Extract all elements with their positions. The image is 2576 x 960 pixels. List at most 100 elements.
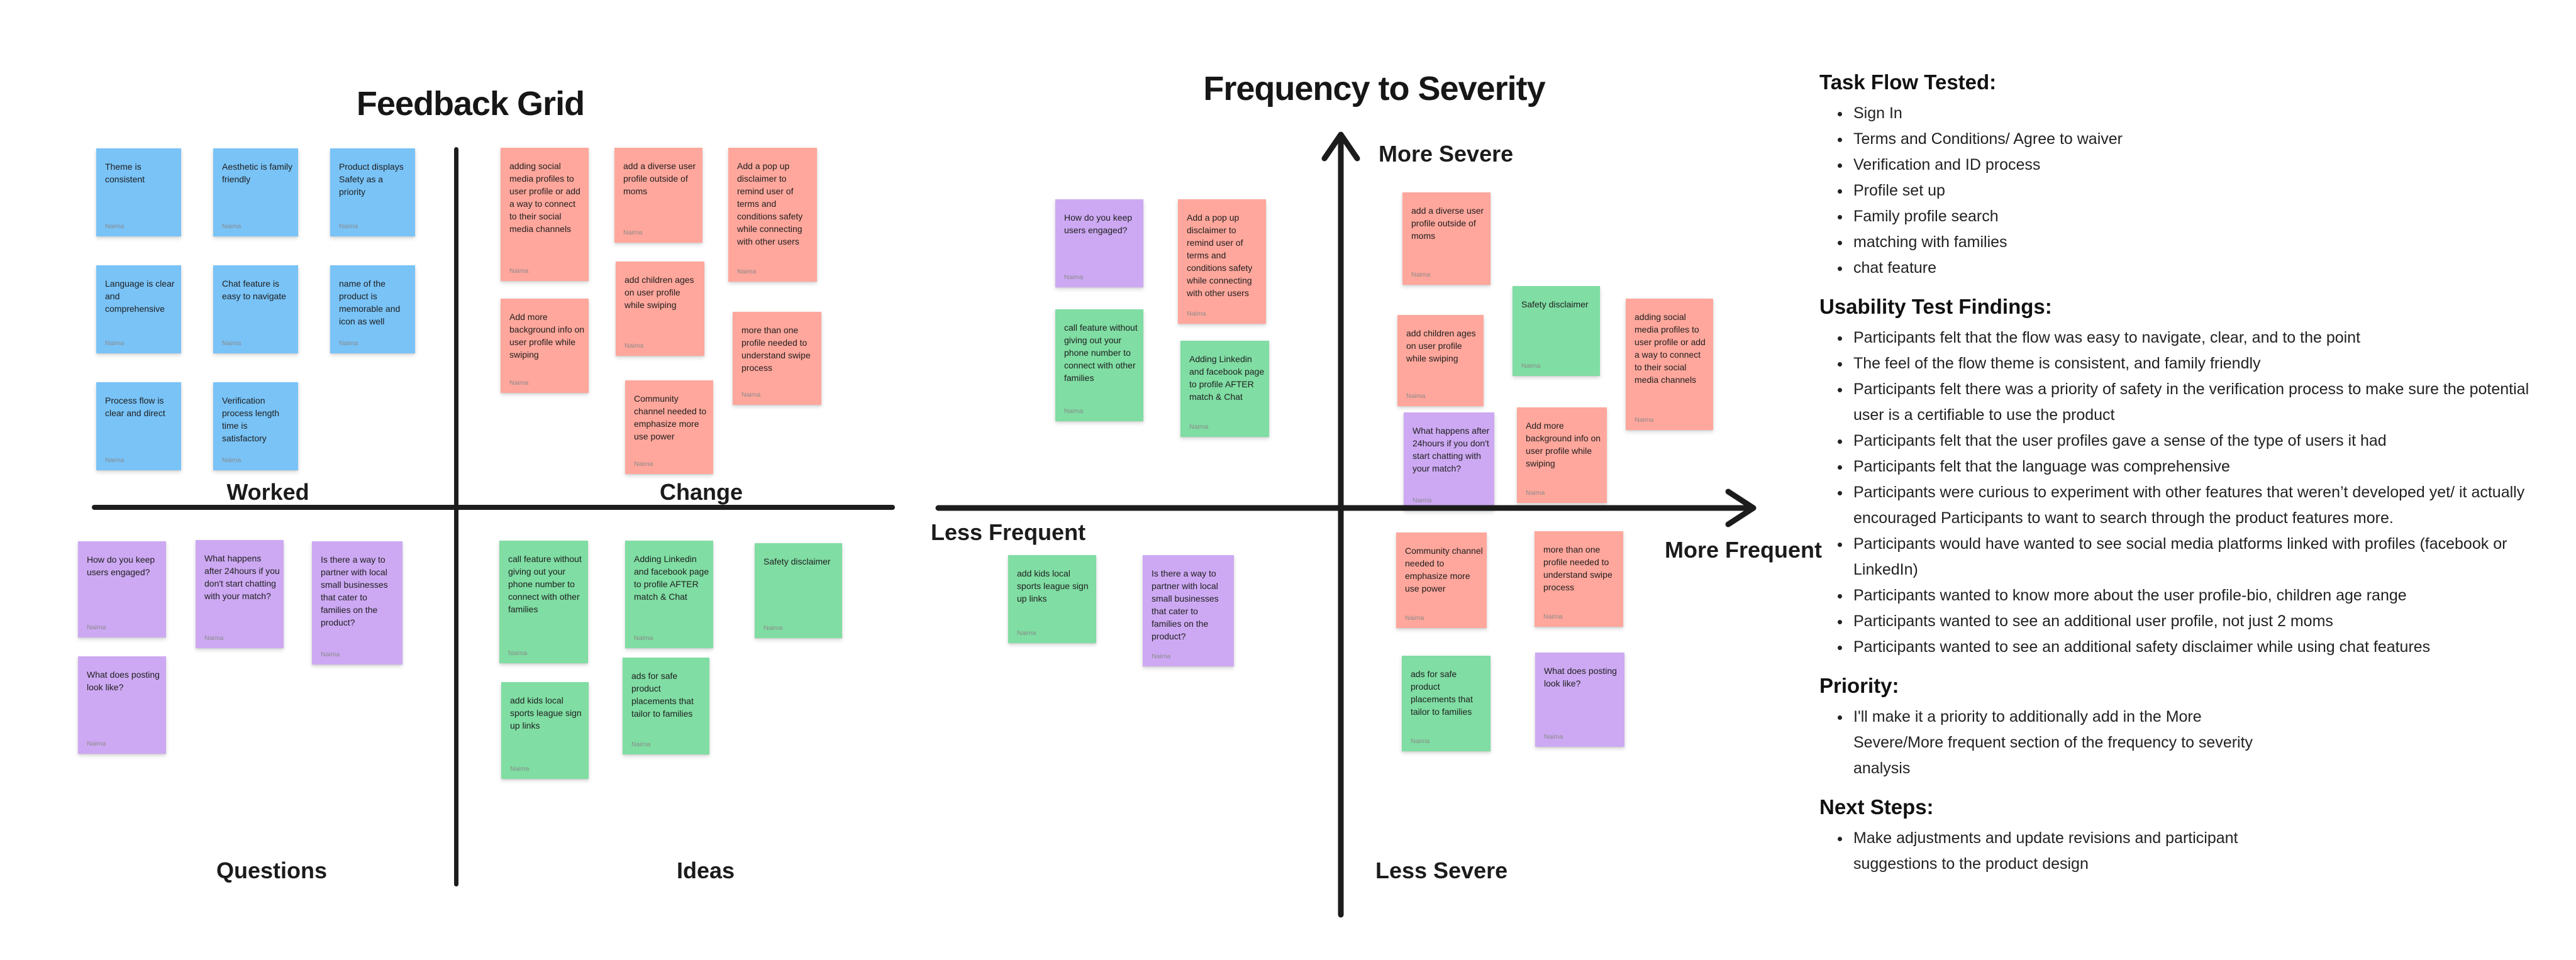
note-bullet-item: Participants wanted to see an additional… [1851,634,2530,660]
sticky-note[interactable]: Adding Linkedin and facebook page to pro… [625,541,713,648]
sticky-note-author: Naima [510,765,530,773]
sticky-note-text: Aesthetic is family friendly [222,162,293,184]
usability-findings-list: Participants felt that the flow was easy… [1819,325,2530,660]
sticky-note-text: Safety disclaimer [1521,299,1589,309]
sticky-note[interactable]: call feature without giving out your pho… [1055,309,1143,421]
sticky-note[interactable]: How do you keep users engaged?Naima [1055,199,1143,287]
sticky-note-author: Naima [1411,737,1430,745]
sticky-note-author: Naima [1544,733,1563,741]
sticky-note-text: call feature without giving out your pho… [1064,323,1138,383]
sticky-note[interactable]: Add a pop up disclaimer to remind user o… [1178,199,1266,324]
note-bullet-item: matching with families [1851,229,2530,255]
sticky-note-author: Naima [1405,614,1424,622]
sticky-note-author: Naima [1064,407,1084,415]
sticky-note-author: Naima [1189,423,1209,431]
sticky-note[interactable]: add children ages on user profile while … [616,262,704,356]
sticky-note-text: more than one profile needed to understa… [1543,544,1613,592]
task-flow-heading: Task Flow Tested: [1819,70,1997,94]
next-steps-heading: Next Steps: [1819,795,1934,819]
sticky-note-text: How do you keep users engaged? [87,554,155,577]
sticky-note-author: Naima [1152,653,1171,660]
frequency-axis-arrow [935,488,1757,527]
sticky-note[interactable]: more than one profile needed to understa… [1535,531,1623,627]
quadrant-label-ideas: Ideas [676,858,735,883]
note-bullet-item: Participants felt that the user profiles… [1851,428,2530,454]
sticky-note-text: Add more background info on user profile… [1526,421,1601,468]
sticky-note-author: Naima [105,339,125,347]
sticky-note-text: Theme is consistent [105,162,145,184]
sticky-note-author: Naima [87,740,106,748]
sticky-note-author: Naima [623,229,643,236]
note-bullet-item: Participants felt there was a priority o… [1851,377,2530,428]
sticky-note[interactable]: add children ages on user profile while … [1397,315,1484,406]
note-bullet-item: chat feature [1851,255,2530,281]
task-flow-list: Sign InTerms and Conditions/ Agree to wa… [1819,101,2530,281]
note-bullet-item: Profile set up [1851,178,2530,204]
next-steps-list: Make adjustments and update revisions an… [1819,825,2291,877]
sticky-note[interactable]: Add a pop up disclaimer to remind user o… [728,148,817,282]
sticky-note[interactable]: add a diverse user profile outside of mo… [1402,192,1491,285]
sticky-note-author: Naima [1413,497,1432,504]
feedback-grid-horizontal-divider [92,505,895,510]
sticky-note-text: Adding Linkedin and facebook page to pro… [634,554,709,602]
sticky-note-text: Add more background info on user profile… [509,312,585,360]
sticky-note[interactable]: adding social media profiles to user pro… [501,148,589,281]
sticky-note-author: Naima [204,634,224,642]
sticky-note[interactable]: How do you keep users engaged? Naima [78,541,166,637]
sticky-note[interactable]: adding social media profiles to user pro… [1626,299,1713,430]
sticky-note[interactable]: Verification process length time is sati… [213,382,298,470]
sticky-note[interactable]: ads for safe product placements that tai… [1402,656,1491,751]
sticky-note-author: Naima [1526,489,1545,497]
sticky-note-text: add kids local sports league sign up lin… [510,695,582,731]
sticky-note[interactable]: Is there a way to partner with local sma… [1143,555,1234,666]
sticky-note[interactable]: more than one profile needed to understa… [733,312,821,405]
note-bullet-item: Sign In [1851,101,2530,126]
note-bullet-item: Make adjustments and update revisions an… [1851,825,2291,877]
note-bullet-item: Verification and ID process [1851,152,2530,178]
sticky-note[interactable]: add a diverse user profile outside of mo… [614,148,702,243]
sticky-note[interactable]: Add more background info on user profile… [501,299,589,393]
sticky-note[interactable]: Adding Linkedin and facebook page to pro… [1180,341,1269,437]
sticky-note-text: Add a pop up disclaimer to remind user o… [737,161,803,246]
sticky-note[interactable]: Community channel needed to emphasize mo… [1396,532,1487,628]
sticky-note-author: Naima [87,624,106,631]
sticky-note-text: more than one profile needed to understa… [741,325,811,373]
sticky-note[interactable]: What does posting look like?Naima [78,656,166,754]
sticky-note[interactable]: Is there a way to partner with local sma… [312,541,402,665]
sticky-note-author: Naima [339,339,358,347]
sticky-note[interactable]: name of the product is memorable and ico… [330,265,415,353]
note-bullet-item: Participants were curious to experiment … [1851,480,2530,531]
sticky-note[interactable]: call feature without giving out your pho… [499,541,588,663]
sticky-note[interactable]: What happens after 24hours if you don't … [196,540,284,648]
sticky-note-author: Naima [1411,271,1431,279]
sticky-note-author: Naima [625,342,644,350]
axis-label-less-severe: Less Severe [1375,858,1508,883]
sticky-note-author: Naima [737,268,757,275]
sticky-note[interactable]: Add more background info on user profile… [1517,407,1607,503]
sticky-note-author: Naima [634,460,653,468]
sticky-note[interactable]: add kids local sports league sign up lin… [501,682,589,779]
sticky-note[interactable]: What does posting look like?Naima [1535,653,1624,747]
sticky-note-text: adding social media profiles to user pro… [1635,312,1706,385]
sticky-note-text: What happens after 24hours if you don't … [1413,426,1490,473]
sticky-note[interactable]: What happens after 24hours if you don't … [1404,412,1494,510]
sticky-note-author: Naima [1543,613,1563,621]
sticky-note-author: Naima [1064,273,1084,281]
priority-heading: Priority: [1819,674,1899,697]
sticky-note-author: Naima [222,223,242,230]
sticky-note[interactable]: Community channel needed to emphasize mo… [625,380,713,474]
sticky-note-author: Naima [763,624,783,632]
sticky-note[interactable]: ads for safe product placements that tai… [623,658,709,754]
sticky-note[interactable]: add kids local sports league sign up lin… [1008,555,1096,643]
sticky-note-text: add a diverse user profile outside of mo… [623,161,696,196]
sticky-note-text: Safety disclaimer [763,556,831,566]
